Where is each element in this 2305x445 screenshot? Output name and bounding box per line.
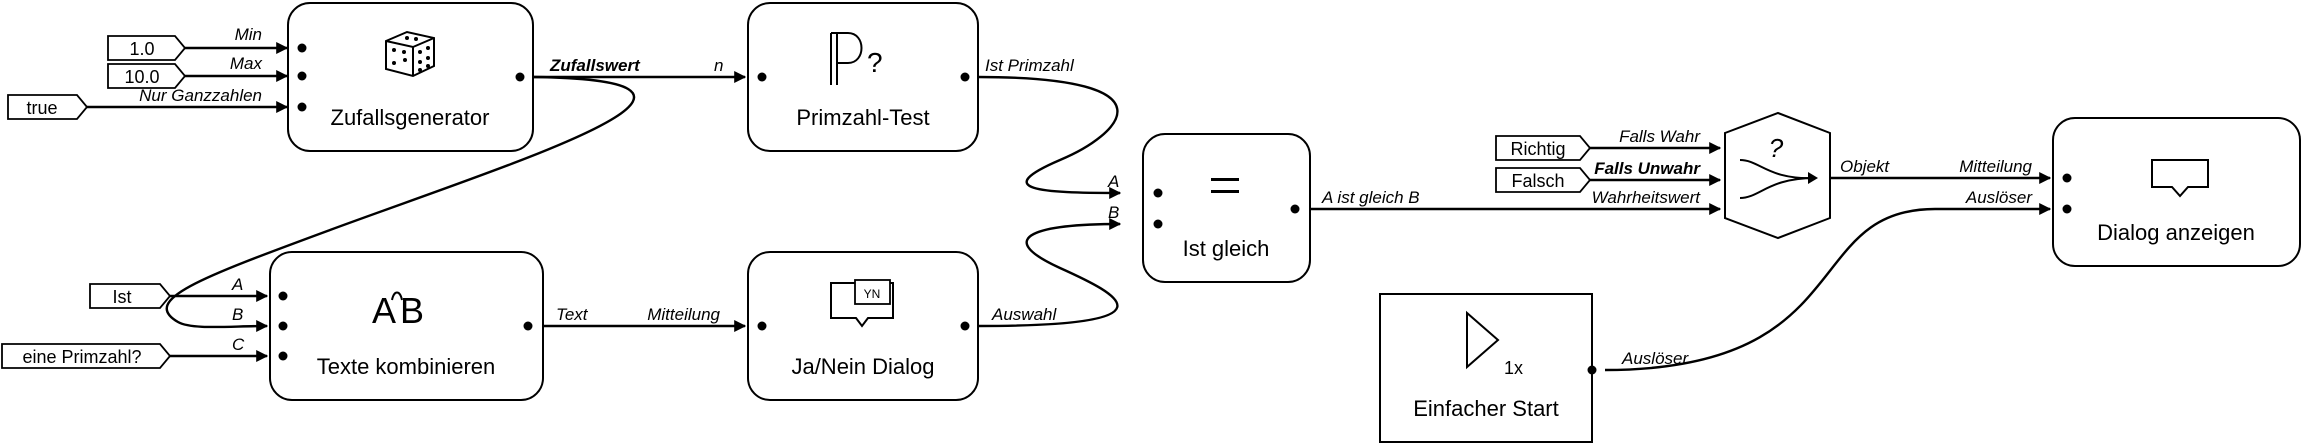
port-label-b: B	[232, 305, 243, 324]
equals-icon	[1211, 178, 1239, 193]
port-choice-out	[960, 321, 970, 331]
port-label-start-out: Auslöser	[1621, 349, 1689, 368]
port-min	[297, 43, 307, 53]
svg-text:1.0: 1.0	[129, 39, 154, 59]
port-eq-b	[1153, 219, 1163, 229]
constant-text-c-tag[interactable]: eine Primzahl?	[1, 343, 172, 369]
port-label-max: Max	[230, 54, 263, 73]
port-dialog-trigger	[2062, 204, 2072, 214]
port-dialog-message	[2062, 173, 2072, 183]
port-label-text-out: Text	[556, 305, 589, 324]
svg-text:eine Primzahl?: eine Primzahl?	[22, 347, 141, 367]
svg-text:B: B	[400, 290, 424, 331]
node-show-dialog[interactable]: Dialog anzeigen	[2052, 117, 2301, 267]
port-integers	[297, 102, 307, 112]
node-equals[interactable]: Ist gleich	[1142, 133, 1311, 283]
node-conditional-select[interactable]: ?	[1724, 111, 1831, 240]
constant-integers-tag[interactable]: true	[7, 94, 89, 120]
node-title: Einfacher Start	[1413, 396, 1559, 421]
node-title: Texte kombinieren	[317, 354, 496, 379]
port-label-n: n	[714, 56, 723, 75]
svg-text:Richtig: Richtig	[1510, 139, 1565, 159]
port-label-eq-b: B	[1108, 203, 1119, 222]
port-label-eq-a: A	[1107, 172, 1119, 191]
wire-prime-to-equals-a	[977, 75, 1122, 199]
svg-text:Ist: Ist	[112, 287, 131, 307]
node-yes-no-dialog[interactable]: YN Ja/Nein Dialog	[747, 251, 979, 401]
svg-text:true: true	[26, 98, 57, 118]
node-simple-start[interactable]: 1x Einfacher Start	[1379, 293, 1597, 443]
wire-yesno-to-equals-b	[977, 218, 1122, 328]
port-label-c: C	[232, 335, 245, 354]
wire-start-to-dialog	[1604, 203, 2052, 372]
constant-min-tag[interactable]: 1.0	[107, 35, 187, 61]
port-eq-out	[1290, 204, 1300, 214]
dice-icon	[385, 30, 435, 78]
yes-no-dialog-icon: YN	[830, 279, 894, 328]
svg-text:?: ?	[1769, 133, 1784, 163]
port-label-eq-out: A ist gleich B	[1321, 188, 1420, 207]
port-label-min: Min	[235, 25, 262, 44]
port-b	[278, 321, 288, 331]
port-start-out	[1587, 365, 1597, 375]
port-label-if-false: Falls Unwahr	[1594, 159, 1701, 178]
port-label-random-out: Zufallswert	[549, 56, 641, 75]
node-title: Ja/Nein Dialog	[791, 354, 934, 379]
node-random-generator[interactable]: Zufallsgenerator	[287, 2, 534, 152]
speech-bubble-icon	[2151, 159, 2209, 198]
svg-text:?: ?	[867, 47, 883, 78]
node-title: Zufallsgenerator	[331, 105, 490, 130]
port-label-prime-out: Ist Primzahl	[985, 56, 1075, 75]
port-label-condition: Wahrheitswert	[1592, 188, 1702, 207]
port-message	[757, 321, 767, 331]
port-label-integers: Nur Ganzzahlen	[139, 86, 262, 105]
port-label-object-out: Objekt	[1840, 157, 1890, 176]
port-eq-a	[1153, 188, 1163, 198]
connections	[87, 42, 2052, 372]
node-title: Primzahl-Test	[796, 105, 929, 130]
concat-text-icon: A B	[372, 290, 424, 331]
prime-symbol-icon: ?	[830, 32, 883, 85]
node-title: Ist gleich	[1183, 236, 1270, 261]
port-label-dialog-message: Mitteilung	[1959, 157, 2032, 176]
constant-true-tag[interactable]: Richtig	[1495, 135, 1592, 161]
svg-text:10.0: 10.0	[124, 67, 159, 87]
play-once-icon: 1x	[1466, 310, 1523, 378]
svg-text:YN: YN	[864, 287, 881, 301]
node-prime-test[interactable]: ? Primzahl-Test	[747, 2, 979, 152]
conditional-switch-icon: ?	[1739, 133, 1818, 199]
svg-text:Falsch: Falsch	[1511, 171, 1564, 191]
constant-false-tag[interactable]: Falsch	[1495, 167, 1592, 193]
port-prime-out	[960, 72, 970, 82]
node-concat-texts[interactable]: A B Texte kombinieren	[269, 251, 544, 401]
node-title: Dialog anzeigen	[2097, 220, 2255, 245]
constant-max-tag[interactable]: 10.0	[107, 63, 187, 89]
port-max	[297, 71, 307, 81]
svg-text:1x: 1x	[1504, 358, 1523, 378]
port-label-dialog-trigger: Auslöser	[1965, 188, 2033, 207]
port-label-choice-out: Auswahl	[991, 305, 1057, 324]
port-a	[278, 291, 288, 301]
port-label-if-true: Falls Wahr	[1619, 127, 1701, 146]
port-label-message: Mitteilung	[647, 305, 720, 324]
port-n	[757, 72, 767, 82]
port-c	[278, 351, 288, 361]
constant-text-a-tag[interactable]: Ist	[89, 283, 172, 309]
port-random-out	[515, 72, 525, 82]
port-label-a: A	[231, 275, 243, 294]
wire-random-to-concat-b	[165, 75, 636, 333]
port-text-out	[523, 321, 533, 331]
